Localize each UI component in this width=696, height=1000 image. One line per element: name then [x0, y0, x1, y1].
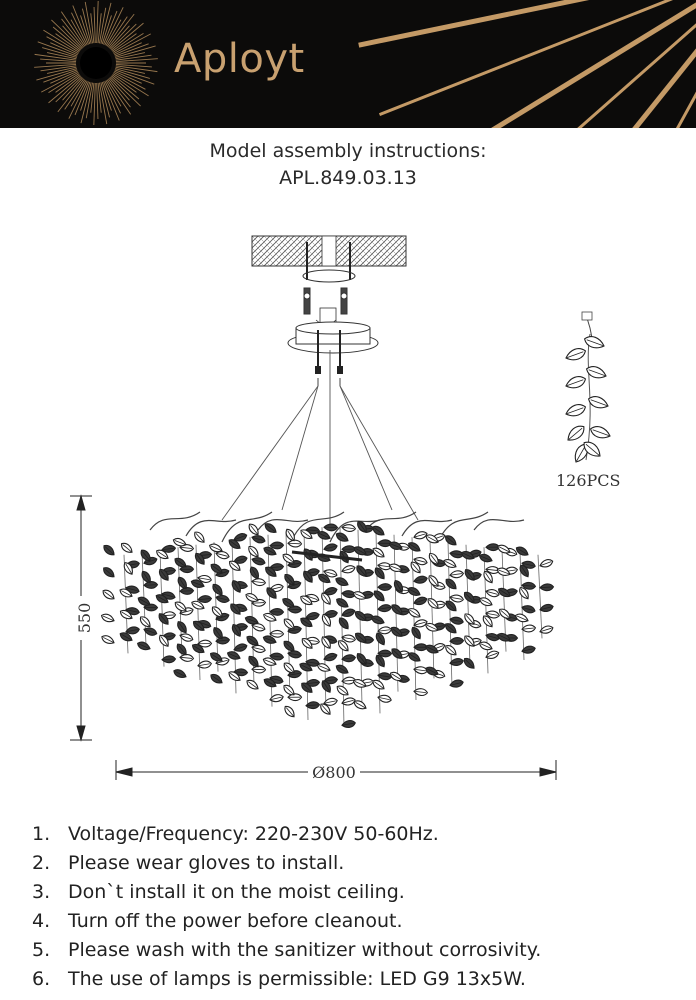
list-item: 4.Turn off the power before cleanout. — [32, 910, 403, 932]
part-count-label: 126PCS — [556, 471, 621, 490]
leaf-strand-icon — [565, 311, 611, 463]
canopy — [287, 321, 379, 386]
list-item: 3.Don`t install it on the moist ceiling. — [32, 881, 405, 903]
chandelier-drawing: 126PCS 550 Ø800 — [70, 235, 621, 782]
instruction-list: 1.Voltage/Frequency: 220-230V 50-60Hz. 2… — [0, 820, 696, 994]
list-item: 5.Please wash with the sanitizer without… — [32, 939, 542, 961]
list-item: 6.The use of lamps is permissible: LED G… — [32, 968, 526, 990]
brand-name: Aployt — [174, 36, 305, 82]
diameter-dimension — [115, 760, 557, 780]
brand-header: Aployt — [0, 0, 696, 128]
model-number: APL.849.03.13 — [279, 167, 417, 189]
chandelier-leaves — [100, 520, 555, 728]
logo-center — [80, 47, 112, 79]
diameter-label: Ø800 — [312, 763, 356, 782]
sunburst-icon — [34, 0, 696, 128]
list-item: 2.Please wear gloves to install. — [32, 852, 345, 874]
frame-bar — [291, 550, 363, 562]
mounting-hardware — [302, 269, 356, 329]
height-label: 550 — [75, 603, 94, 634]
height-dimension — [70, 494, 92, 742]
list-item: 1.Voltage/Frequency: 220-230V 50-60Hz. — [32, 823, 439, 845]
page-title: Model assembly instructions: APL.849.03.… — [0, 138, 696, 192]
title-line-1: Model assembly instructions: — [209, 140, 487, 162]
suspension-wires — [221, 350, 419, 530]
